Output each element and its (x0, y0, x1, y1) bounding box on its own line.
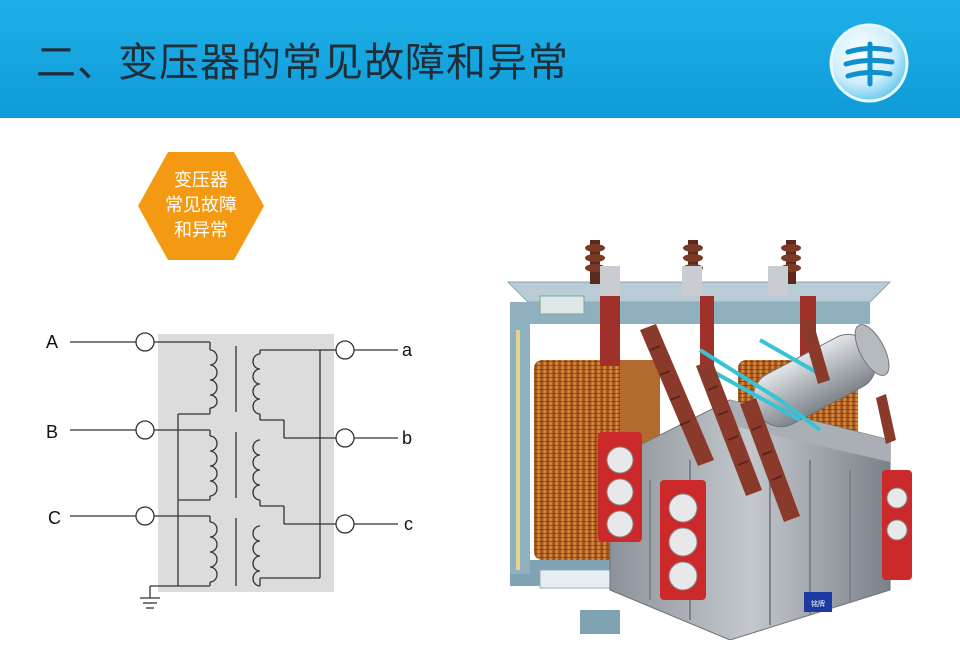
secondary-coils (252, 353, 261, 587)
ground-symbol-icon (140, 597, 160, 609)
badge-line-2: 常见故障 (165, 195, 237, 216)
power-grid-logo-icon (829, 23, 909, 103)
badge-line-1: 变压器 (174, 170, 228, 191)
nameplate (804, 592, 832, 612)
primary-coils (209, 349, 218, 583)
label-c: c (404, 514, 413, 534)
label-a: a (402, 340, 413, 360)
terminal-circles (135, 332, 355, 534)
page-title: 二、变压器的常见故障和异常 (36, 40, 569, 86)
terminal-c (335, 514, 355, 534)
secondary-wiring (259, 349, 398, 586)
badge-hexagon (138, 152, 264, 260)
label-b: b (402, 428, 412, 448)
label-B: B (46, 422, 58, 442)
circuit-diagram: A B C a b c (46, 332, 413, 609)
transformer-panel (158, 334, 334, 592)
power-transformer-cutaway-icon: 铭牌 (506, 240, 912, 640)
terminal-b (335, 428, 355, 448)
terminal-A (135, 332, 155, 352)
nameplate-text: 铭牌 (811, 599, 825, 608)
terminal-a (335, 340, 355, 360)
label-A: A (46, 332, 58, 352)
label-C: C (48, 508, 61, 528)
badge-text: 变压器 常见故障 和异常 (136, 168, 266, 243)
badge-line-3: 和异常 (174, 220, 228, 241)
terminal-B (135, 420, 155, 440)
header-bar: 二、变压器的常见故障和异常 (0, 0, 960, 118)
primary-wiring (70, 341, 237, 598)
terminal-C (135, 506, 155, 526)
